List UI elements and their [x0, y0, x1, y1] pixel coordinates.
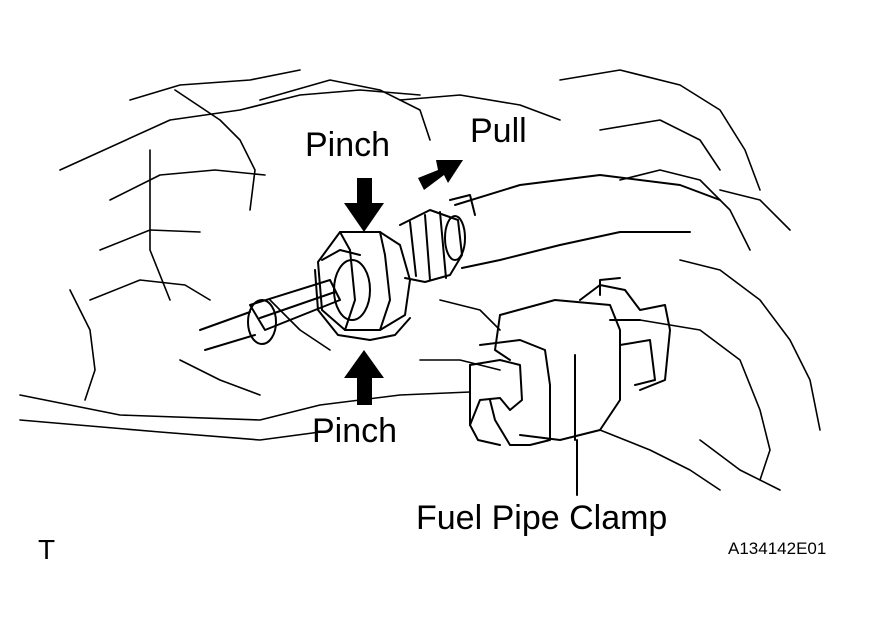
view-marker: T [38, 534, 56, 565]
pinch-label-bottom: Pinch [312, 412, 398, 450]
pull-label: Pull [470, 112, 527, 150]
pinch-arrow-bottom [344, 350, 384, 405]
fuel-hose [449, 174, 721, 269]
quick-connector [314, 231, 411, 341]
pull-arrow [418, 160, 463, 190]
pinch-label-top: Pinch [305, 126, 391, 164]
pinch-arrow-top [344, 178, 384, 232]
pipe-nipple [399, 209, 466, 283]
figure-code: A134142E01 [728, 539, 827, 558]
engine-background-lines [19, 69, 821, 491]
fuel-pipe-clamp-label: Fuel Pipe Clamp [416, 499, 668, 537]
fuel-pipe-clamp [469, 277, 671, 496]
fuel-pipe-left [199, 279, 341, 351]
